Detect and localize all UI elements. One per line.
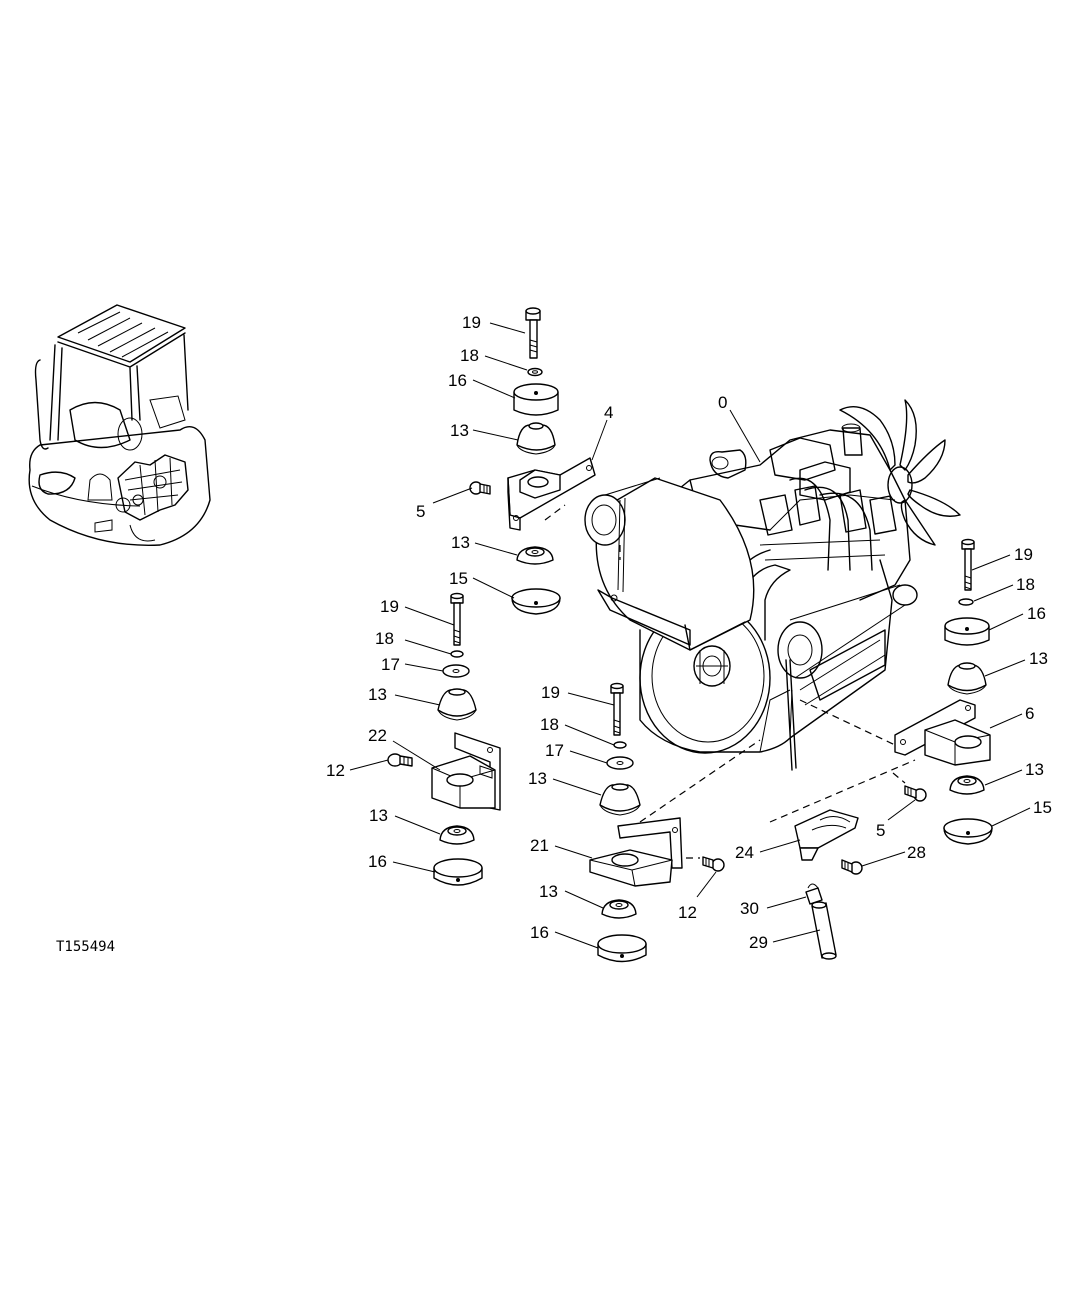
callout-19: 19 [380,597,399,616]
callout-16: 16 [1027,604,1046,623]
callout-13: 13 [1025,760,1044,779]
callout-19: 19 [462,313,481,332]
callout-19: 19 [541,683,560,702]
callout-17: 17 [381,655,400,674]
callout-16: 16 [448,371,467,390]
callout-30: 30 [740,899,759,918]
drain-guard-assembly [794,809,863,960]
callout-13: 13 [539,882,558,901]
callout-13: 13 [450,421,469,440]
callout-17: 17 [545,741,564,760]
callout-21: 21 [530,836,549,855]
callout-6: 6 [1025,704,1034,723]
callout-13: 13 [451,533,470,552]
callout-24: 24 [735,843,754,862]
mount-stack-rear [469,307,596,615]
callout-4: 4 [604,403,613,422]
callout-29: 29 [749,933,768,952]
callout-15: 15 [449,569,468,588]
callout-12: 12 [678,903,697,922]
callout-16: 16 [530,923,549,942]
callout-0: 0 [718,393,727,412]
mount-stack-center [589,682,725,963]
callout-22: 22 [368,726,387,745]
callout-13: 13 [528,769,547,788]
leader-lines [349,322,1031,949]
callout-18: 18 [1016,575,1035,594]
mount-stack-right [894,538,993,845]
callout-15: 15 [1033,798,1052,817]
callout-16: 16 [368,852,387,871]
callout-5: 5 [416,502,425,521]
callout-12: 12 [326,761,345,780]
alignment-lines [544,504,916,859]
callout-5: 5 [876,821,885,840]
callout-28: 28 [907,843,926,862]
callout-18: 18 [460,346,479,365]
figure-reference-id: T155494 [56,939,115,955]
callout-19: 19 [1014,545,1033,564]
callout-18: 18 [375,629,394,648]
callout-13: 13 [369,806,388,825]
callout-13: 13 [368,685,387,704]
callout-labels: 0 4 5 19 18 16 13 13 15 19 18 17 13 22 1… [326,313,1052,952]
mount-stack-left [387,592,501,886]
callout-13: 13 [1029,649,1048,668]
cooling-fan [839,399,961,546]
muffler [584,477,755,651]
callout-18: 18 [540,715,559,734]
machine-overview-illustration [28,304,211,546]
